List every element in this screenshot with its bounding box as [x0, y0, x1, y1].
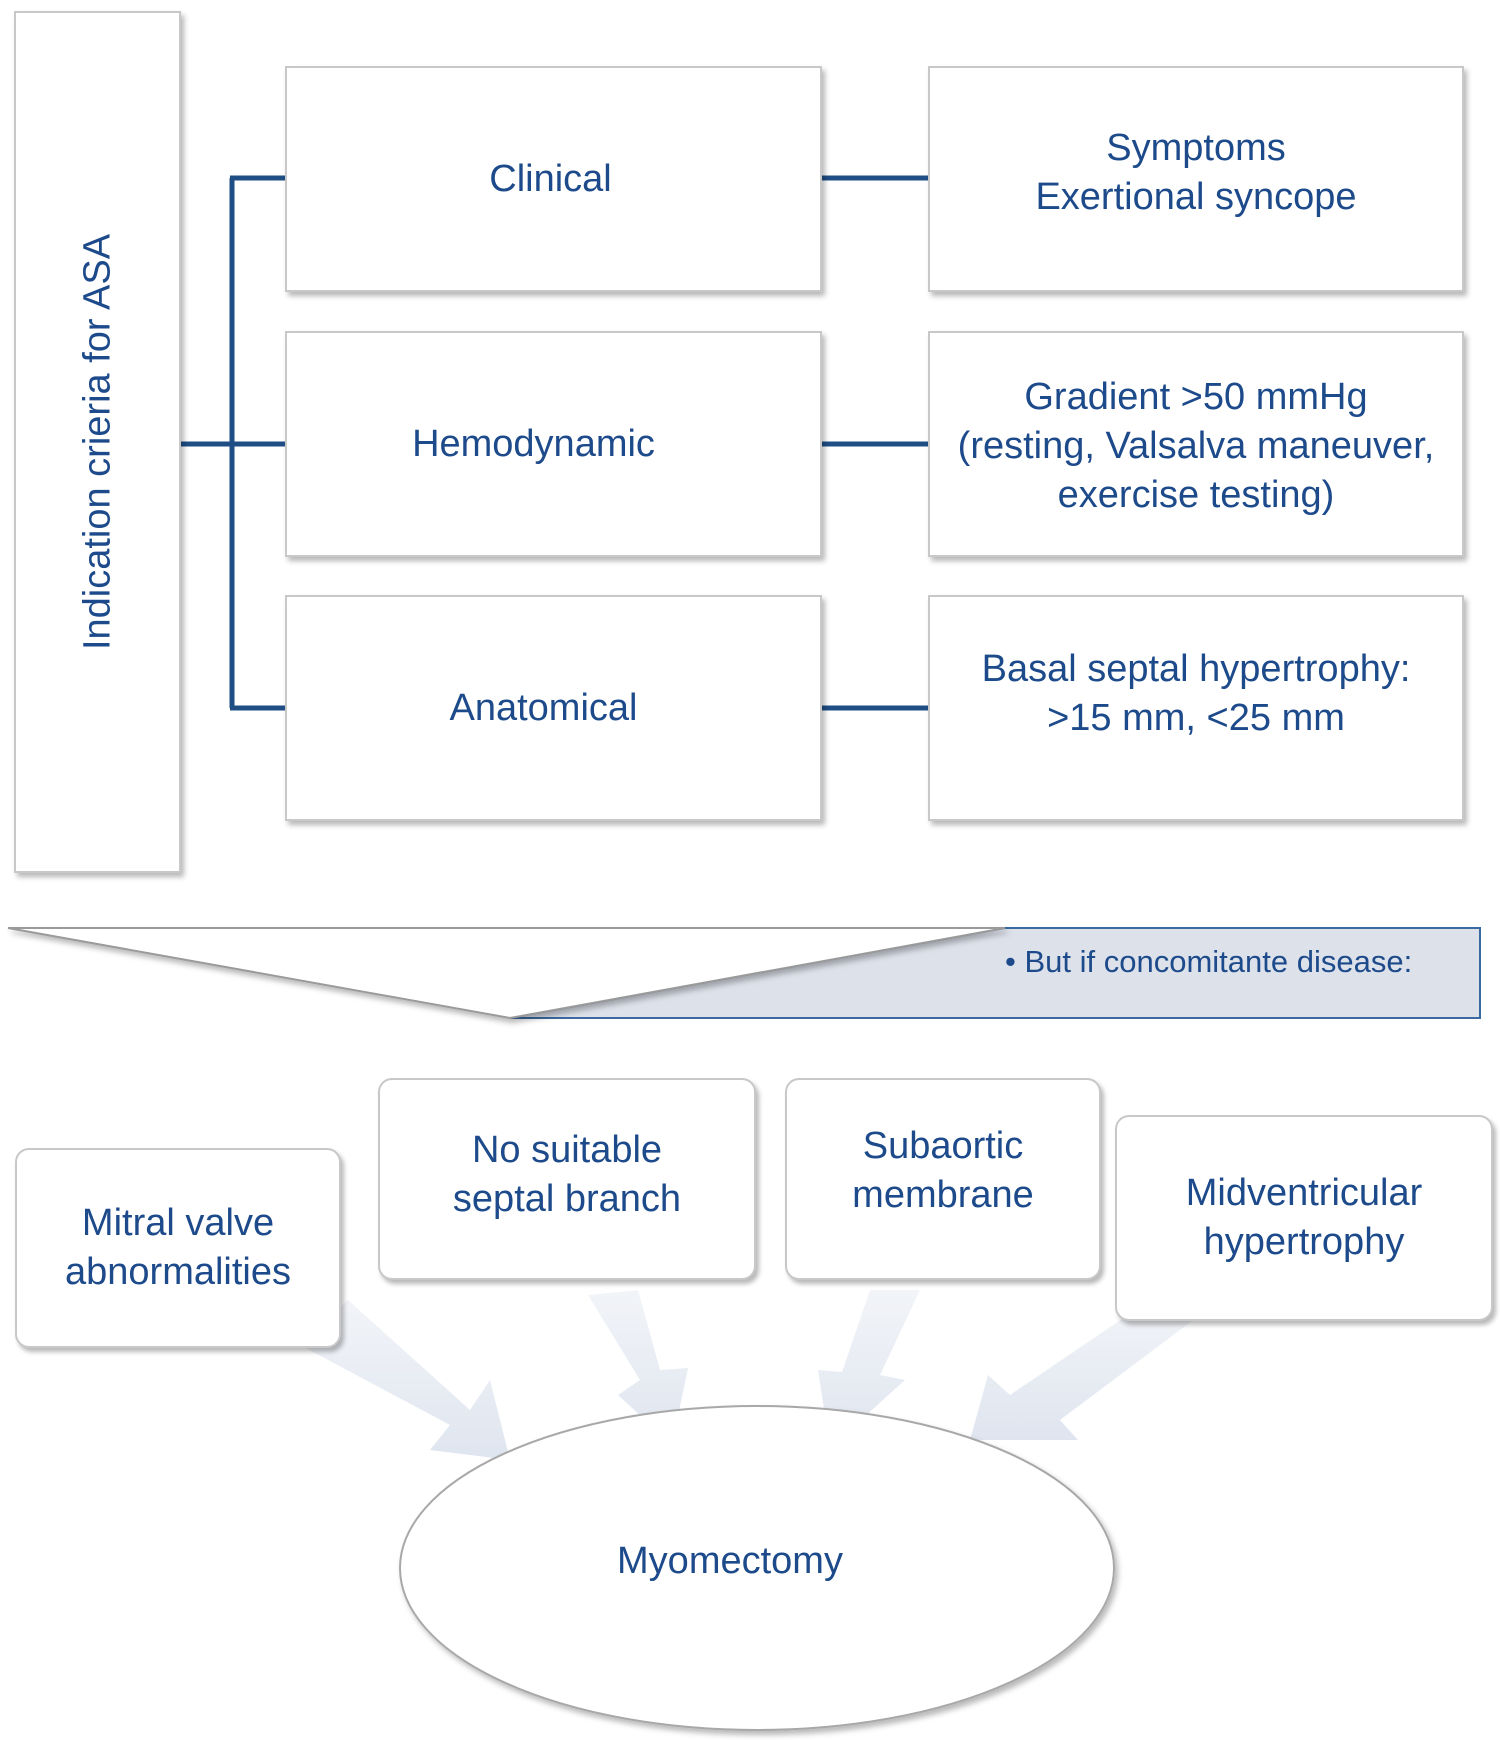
callout-funnel — [7, 927, 1006, 1020]
category-box-clinical: Clinical — [285, 66, 822, 292]
outcome-label: Myomectomy — [617, 1540, 843, 1582]
root-label: Indication crieria for ASA — [76, 233, 118, 651]
detail-box-anatomical: Basal septal hypertrophy: >15 mm, <25 mm — [928, 595, 1464, 821]
arrow-septal — [588, 1290, 688, 1445]
category-box-hemodynamic: Hemodynamic — [285, 331, 822, 557]
detail-text: Basal septal hypertrophy: >15 mm, <25 mm — [981, 648, 1411, 739]
callout-label: • But if concomitante disease: — [1005, 944, 1413, 979]
tree-connectors — [180, 175, 928, 711]
condition-label: Midventricular hypertrophy — [1185, 1172, 1423, 1263]
category-label: Clinical — [489, 157, 612, 200]
category-label: Anatomical — [449, 686, 638, 729]
condition-box-septal: No suitable septal branch — [378, 1078, 756, 1280]
category-label: Hemodynamic — [412, 422, 655, 465]
condition-box-mitral: Mitral valve abnormalities — [15, 1148, 341, 1348]
detail-text: Symptoms Exertional syncope — [1035, 127, 1357, 218]
block-arrows — [300, 1290, 1200, 1460]
detail-box-clinical: Symptoms Exertional syncope — [928, 66, 1464, 292]
condition-box-midventricular: Midventricular hypertrophy — [1115, 1115, 1493, 1321]
condition-box-subaortic: Subaortic membrane — [785, 1078, 1101, 1280]
condition-label: No suitable septal branch — [452, 1129, 682, 1220]
arrow-midventricular — [970, 1300, 1200, 1440]
arrow-subaortic — [818, 1290, 920, 1448]
detail-box-hemodynamic: Gradient >50 mmHg (resting, Valsalva man… — [928, 331, 1464, 557]
category-box-anatomical: Anatomical — [285, 595, 822, 821]
condition-label: Subaortic membrane — [852, 1125, 1034, 1216]
outcome-ellipse — [399, 1405, 1115, 1731]
condition-label: Mitral valve abnormalities — [65, 1202, 291, 1293]
root-box: Indication crieria for ASA — [14, 11, 181, 873]
arrow-mitral — [300, 1300, 510, 1460]
detail-text: Gradient >50 mmHg (resting, Valsalva man… — [957, 376, 1435, 516]
